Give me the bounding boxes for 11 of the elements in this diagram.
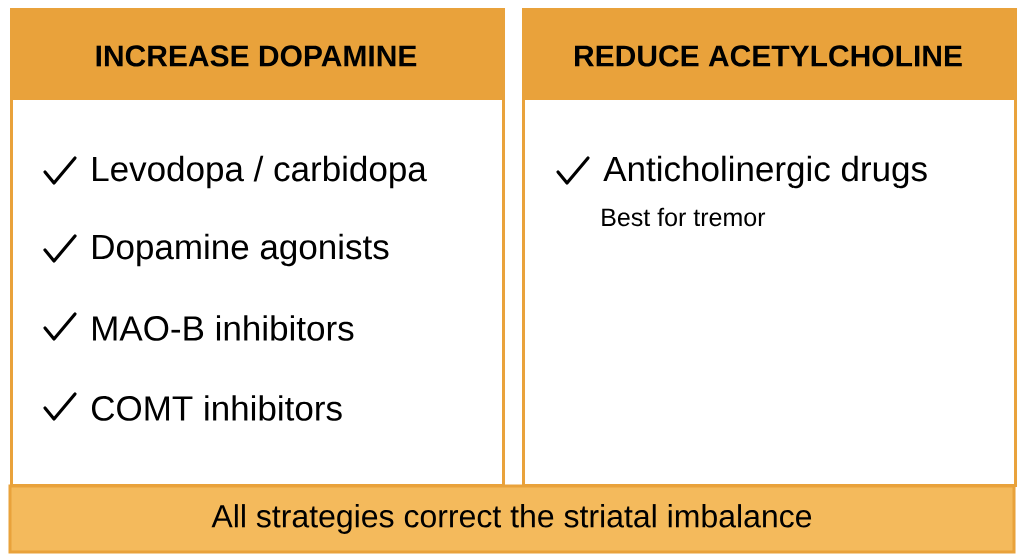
panel-header: INCREASE DOPAMINE [10,8,502,100]
panel [10,8,505,487]
panel [522,8,1017,487]
note-text: Best for tremor [602,207,766,227]
list-item: Levodopa / carbidopa [93,155,427,189]
panel-header: REDUCE ACETYLCHOLINE [522,8,1014,100]
summary-band: All strategies correct the striatal imbalance [8,484,1016,554]
list-item: MAO-B inhibitors [93,315,354,341]
list-item: Anticholinergic drugs [603,155,927,189]
list-item: COMT inhibitors [91,395,342,421]
list-item: Dopamine agonists [93,233,389,267]
